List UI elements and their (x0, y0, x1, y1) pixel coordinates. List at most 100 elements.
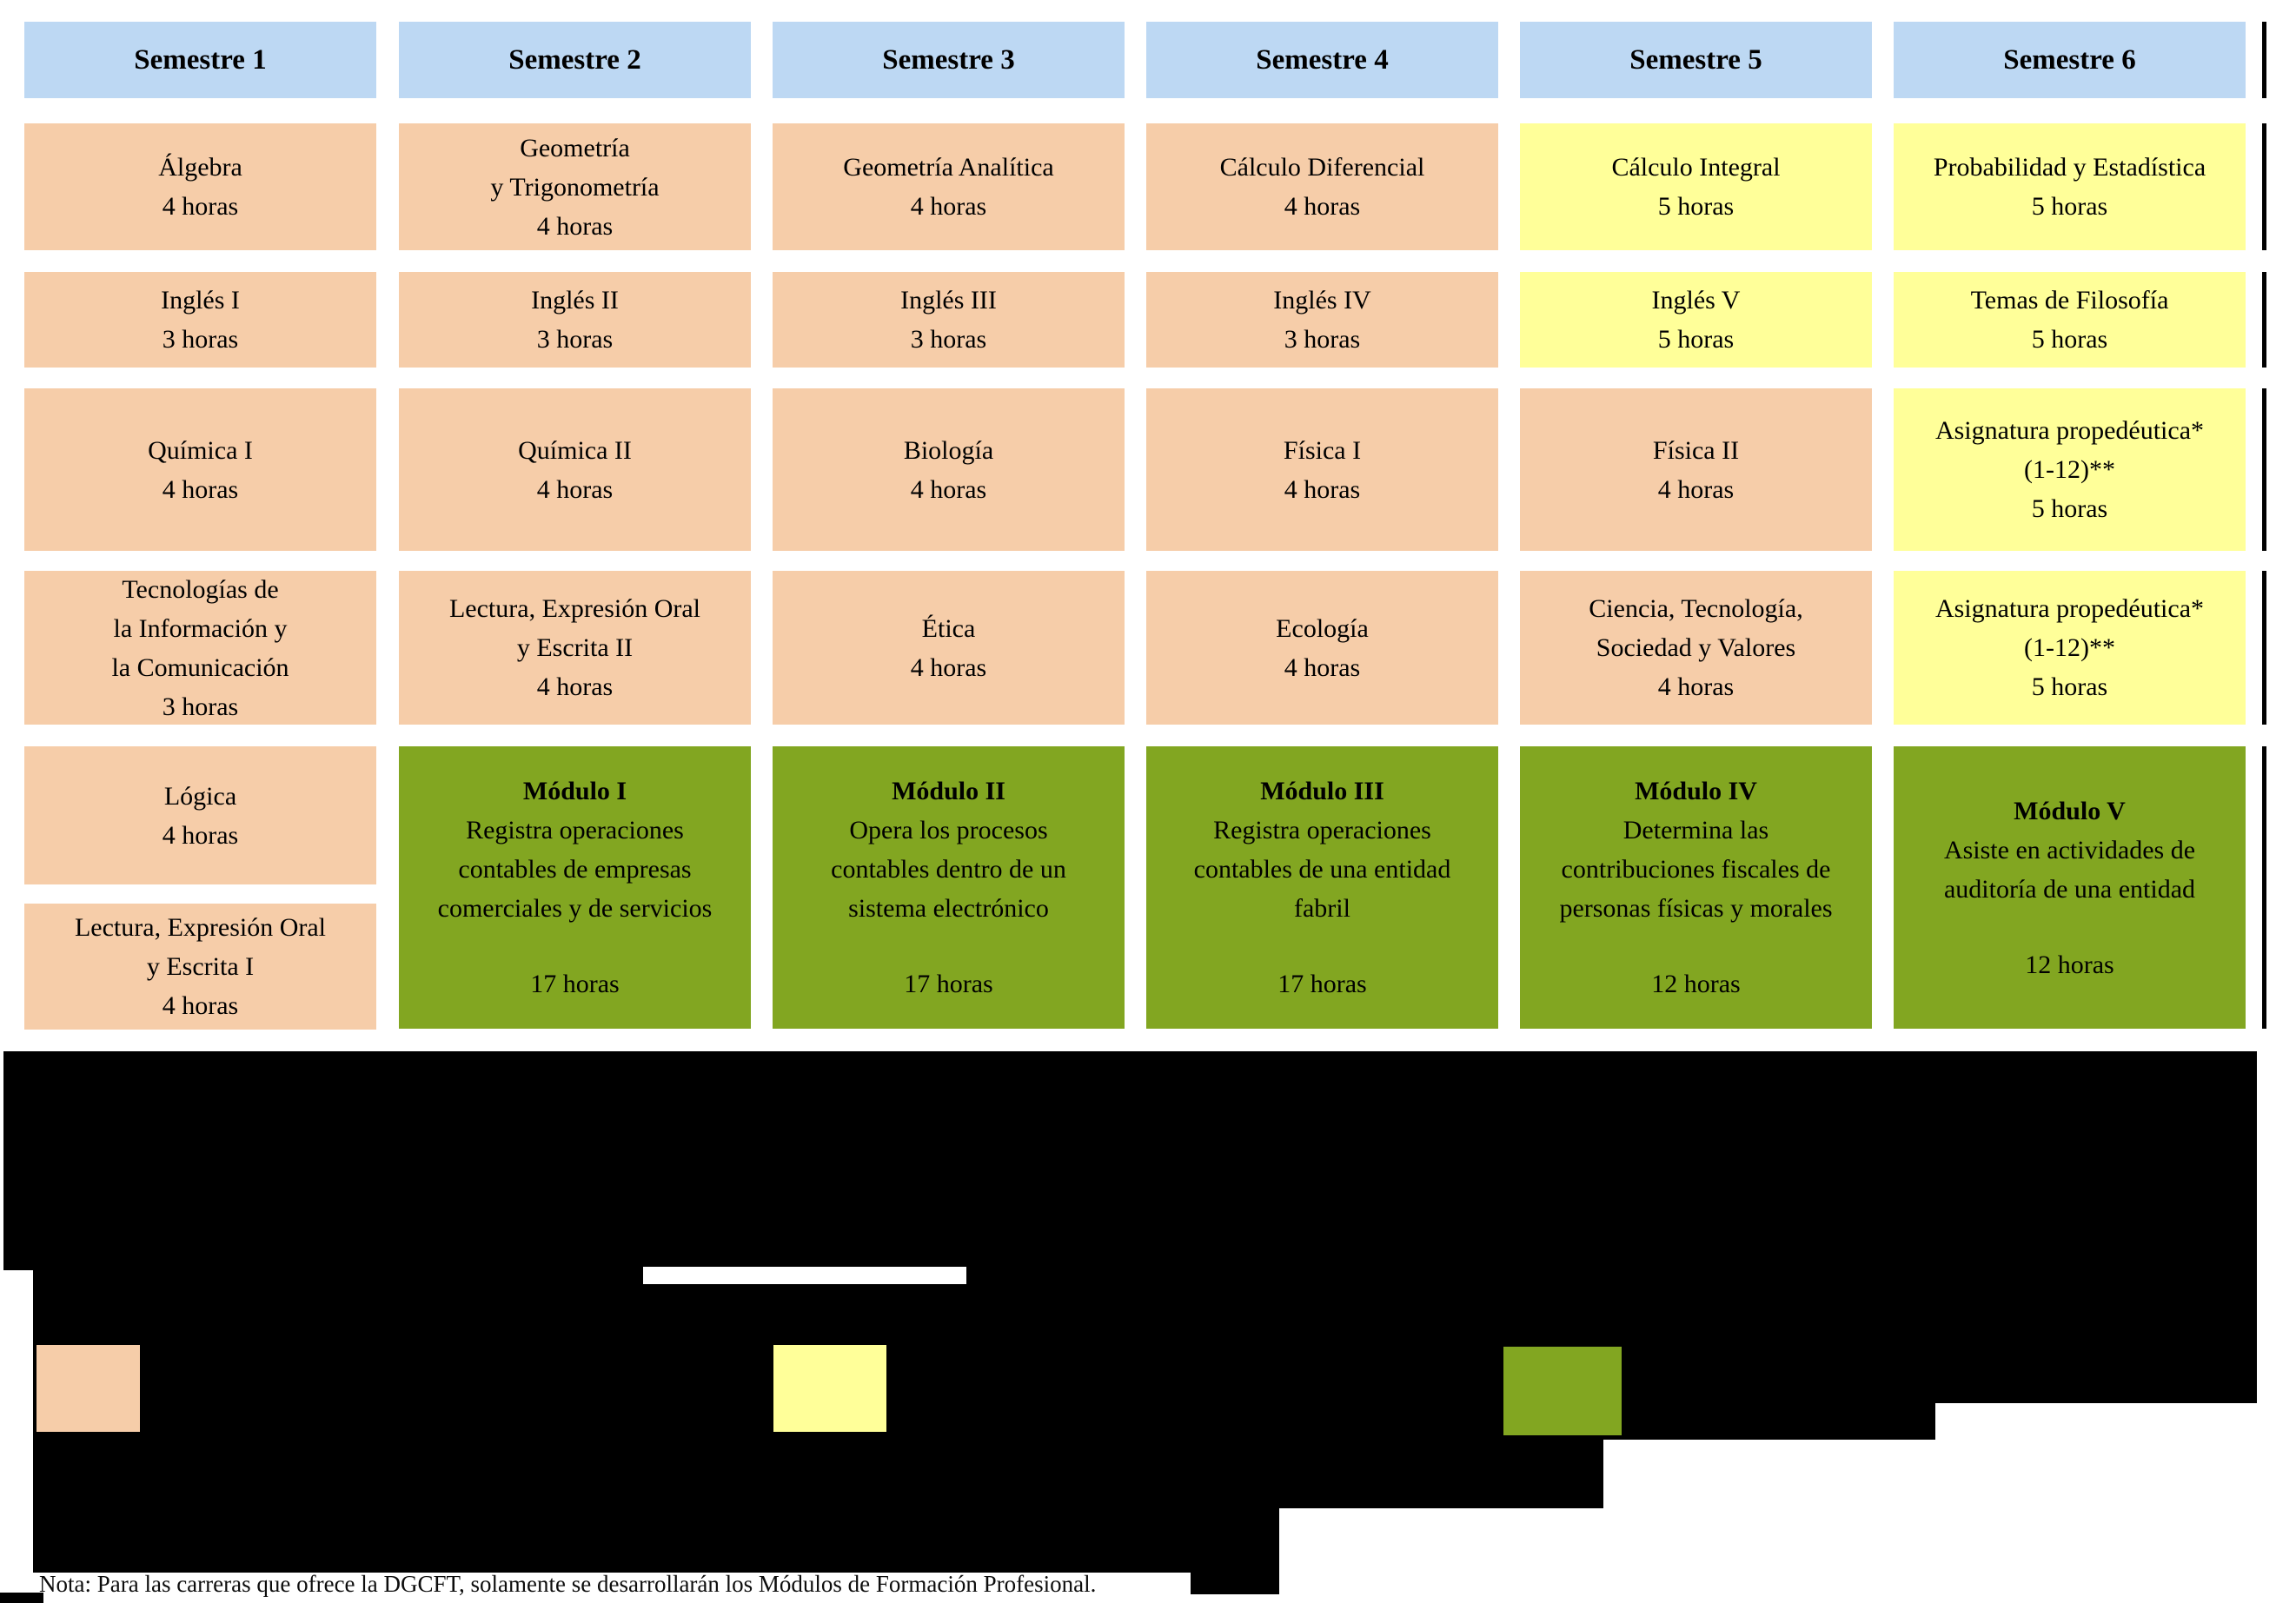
course-hours: 4 horas (910, 652, 987, 682)
course-cell: Inglés III 3 horas (773, 272, 1125, 368)
course-hours: 5 horas (1657, 325, 1735, 354)
course-name: Tecnologías de la Información y la Comun… (111, 574, 289, 682)
redaction-block (33, 1270, 2257, 1403)
course-hours: 4 horas (162, 192, 239, 221)
course-hours: 5 horas (2031, 494, 2108, 523)
course-name: Geometría y Trigonometría (490, 133, 660, 202)
next-column-edge-marker (2262, 571, 2266, 725)
module-description: Registra operaciones contables de una en… (1193, 816, 1451, 923)
course-name: Asignatura propedéutica* (1-12)** (1934, 416, 2205, 484)
redaction-block (33, 1440, 1603, 1508)
course-name: Química II (518, 435, 632, 465)
module-title: Módulo V (2014, 796, 2126, 825)
course-hours: 5 horas (2031, 325, 2108, 354)
course-hours: 5 horas (2031, 672, 2108, 701)
course-hours: 3 horas (1284, 325, 1361, 354)
redaction-block (1191, 1573, 1279, 1594)
course-hours: 3 horas (162, 692, 239, 721)
redaction-white-strip (643, 1267, 966, 1284)
course-name: Lectura, Expresión Oral y Escrita I (74, 913, 327, 981)
module-description: Determina las contribuciones fiscales de… (1559, 816, 1833, 923)
course-name: Inglés IV (1273, 286, 1371, 315)
course-name: Lectura, Expresión Oral y Escrita II (448, 594, 701, 662)
course-hours: 17 horas (530, 970, 620, 998)
module-description: Opera los procesos contables dentro de u… (831, 816, 1066, 923)
redaction-block (33, 1403, 1935, 1440)
course-hours: 3 horas (536, 325, 614, 354)
module-cell: Módulo I Registra operaciones contables d… (399, 746, 751, 1029)
course-hours: 4 horas (162, 474, 239, 504)
module-cell: Módulo V Asiste en actividades de auditor… (1894, 746, 2246, 1029)
semester-header: Semestre 6 (1894, 22, 2246, 98)
module-title: Módulo I (522, 777, 627, 805)
course-cell: Asignatura propedéutica* (1-12)**5 horas (1894, 571, 2246, 725)
course-hours: 5 horas (2031, 192, 2108, 221)
semester-header: Semestre 3 (773, 22, 1125, 98)
course-name: Inglés II (531, 286, 619, 315)
course-hours: 3 horas (910, 325, 987, 354)
semester-header: Semestre 5 (1520, 22, 1872, 98)
course-name: Probabilidad y Estadística (1933, 153, 2206, 182)
course-name: Física I (1283, 435, 1362, 465)
course-cell: Álgebra 4 horas (24, 123, 376, 250)
module-title: Módulo II (892, 777, 1005, 805)
course-name: Ética (921, 613, 976, 643)
course-name: Inglés I (161, 286, 240, 315)
course-hours: 12 horas (1651, 970, 1741, 998)
course-cell: Física II 4 horas (1520, 388, 1872, 551)
course-hours: 4 horas (536, 672, 614, 701)
next-column-edge-marker (2262, 272, 2266, 368)
course-cell: Ética 4 horas (773, 571, 1125, 725)
course-cell: Lectura, Expresión Oral y Escrita II 4 ho… (399, 571, 751, 725)
redaction-block (0, 1593, 43, 1603)
module-description: Asiste en actividades de auditoría de un… (1943, 835, 2196, 904)
course-hours: 4 horas (1657, 474, 1735, 504)
course-name: Ciencia, Tecnología, Sociedad y Valores (1589, 594, 1803, 662)
course-name: Inglés V (1651, 286, 1741, 315)
semester-header: Semestre 1 (24, 22, 376, 98)
course-hours: 17 horas (904, 970, 993, 998)
course-name: Inglés III (900, 286, 997, 315)
course-hours: 4 horas (536, 474, 614, 504)
course-cell: Inglés II 3 horas (399, 272, 751, 368)
course-name: Biología (903, 435, 994, 465)
course-hours: 5 horas (1657, 192, 1735, 221)
redaction-block (3, 1051, 2257, 1270)
footnote: Nota: Para las carreras que ofrece la DG… (39, 1571, 1097, 1597)
module-description: Registra operaciones contables de empres… (437, 816, 713, 923)
semester-header: Semestre 4 (1146, 22, 1498, 98)
course-cell: Inglés I 3 horas (24, 272, 376, 368)
course-hours: 12 horas (2025, 950, 2114, 979)
module-cell: Módulo III Registra operaciones contables… (1146, 746, 1498, 1029)
course-cell: Tecnologías de la Información y la Comun… (24, 571, 376, 725)
course-hours: 4 horas (1284, 192, 1361, 221)
legend-swatch-propedeutic (773, 1345, 886, 1432)
redaction-block (33, 1508, 1279, 1573)
semester-header: Semestre 2 (399, 22, 751, 98)
next-column-edge-marker (2262, 123, 2266, 250)
next-column-edge-marker (2262, 22, 2266, 98)
course-cell: Biología 4 horas (773, 388, 1125, 551)
next-column-edge-marker (2262, 746, 2266, 1029)
module-cell: Módulo II Opera los procesos contables de… (773, 746, 1125, 1029)
course-cell: Inglés V 5 horas (1520, 272, 1872, 368)
course-hours: 4 horas (162, 820, 239, 850)
course-hours: 4 horas (910, 474, 987, 504)
course-name: Física II (1652, 435, 1740, 465)
legend-swatch-module (1503, 1347, 1622, 1435)
course-name: Álgebra (158, 153, 242, 182)
course-cell: Asignatura propedéutica* (1-12)** 5 horas (1894, 388, 2246, 551)
module-title: Módulo III (1260, 777, 1384, 805)
course-hours: 3 horas (162, 325, 239, 354)
